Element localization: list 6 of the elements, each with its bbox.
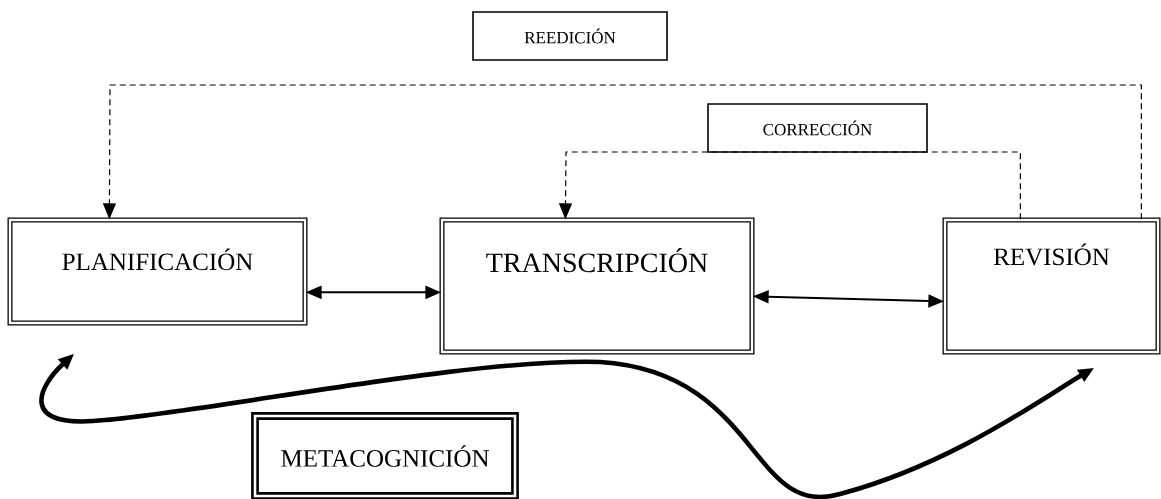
process-box: REVISIÓN bbox=[942, 217, 1161, 355]
process-box: METACOGNICIÓN bbox=[251, 412, 519, 499]
process-box: PLANIFICACIÓN bbox=[7, 217, 308, 326]
label-box: REEDICIÓN bbox=[472, 11, 668, 61]
process-box: TRANSCRIPCIÓN bbox=[439, 217, 755, 355]
label-box: CORRECCIÓN bbox=[707, 103, 928, 153]
